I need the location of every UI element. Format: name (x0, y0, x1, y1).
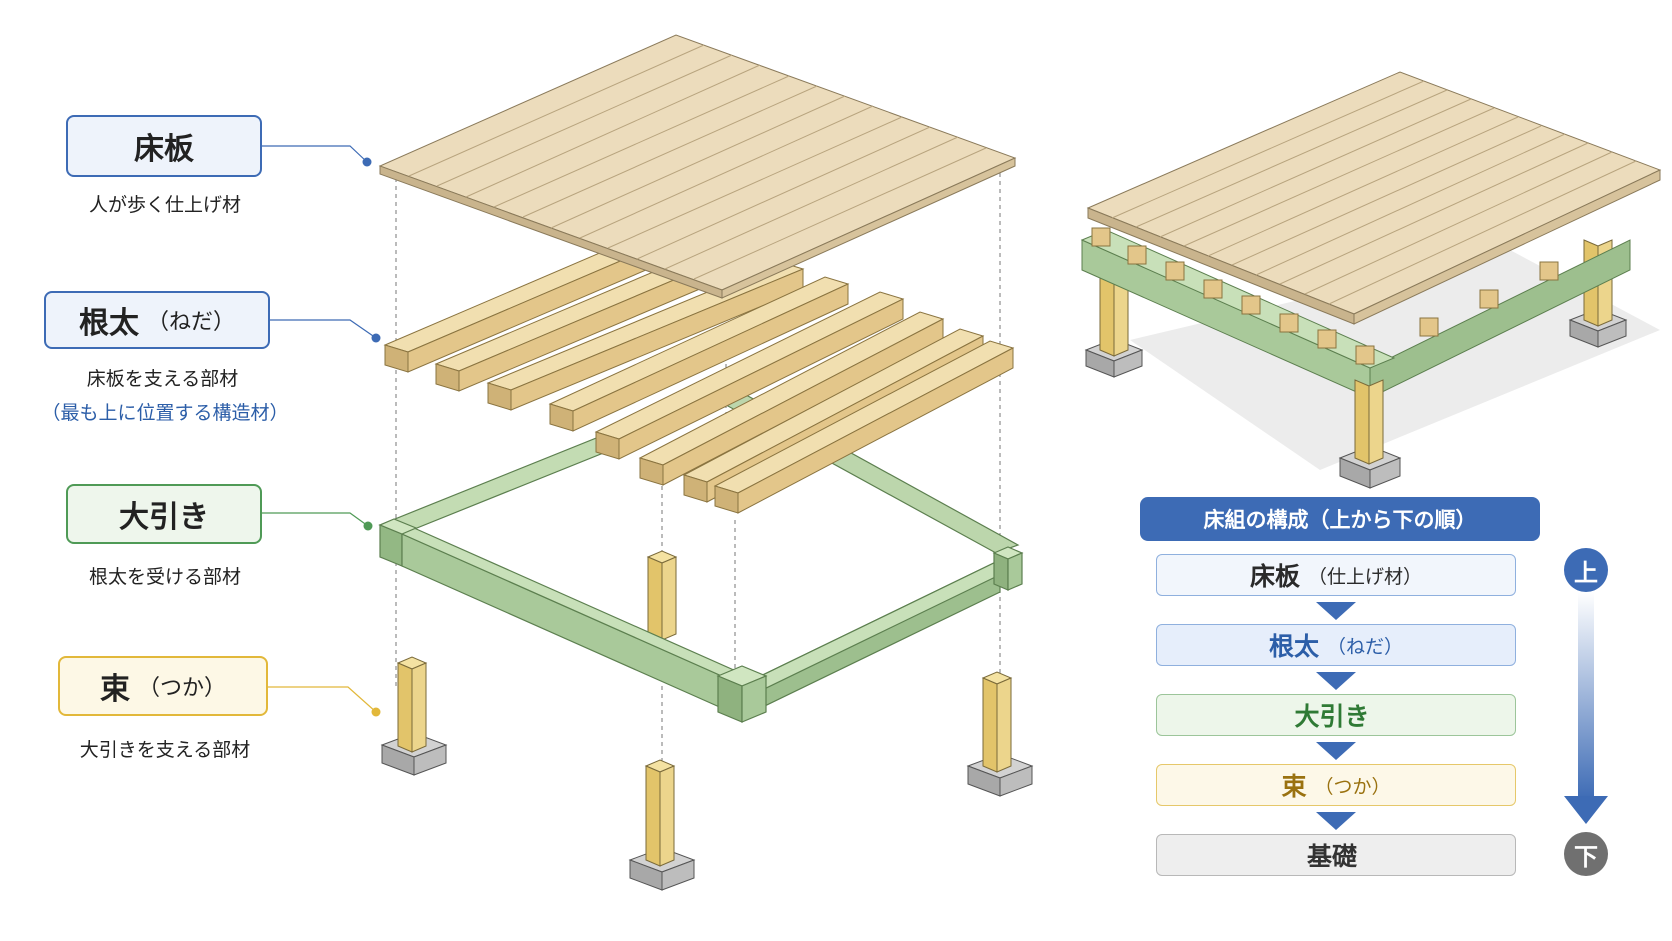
order-step-floorboard: 床板 （仕上げ材） (1156, 554, 1516, 596)
order-arrow-2 (1316, 672, 1356, 690)
assembled-post-left (1084, 269, 1144, 378)
order-step-post-name: 束 (1281, 772, 1307, 801)
order-step-beam-name: 大引き (1294, 702, 1370, 731)
label-joist-reading: （ねだ） (146, 310, 235, 335)
label-post: 束 （つか） (58, 656, 268, 716)
order-arrow-1 (1316, 602, 1356, 620)
joist-4 (548, 276, 850, 432)
assembled-view (1080, 71, 1662, 489)
post-3 (966, 671, 1034, 797)
label-post-reading: （つか） (137, 676, 226, 701)
label-joist-desc2: （最も上に位置する構造材） (41, 402, 289, 424)
joists-exploded (383, 224, 1015, 514)
floorboard-exploded (378, 34, 1017, 299)
order-step-joist-name: 根太 (1268, 632, 1319, 661)
order-step-post-reading: （つか） (1314, 775, 1391, 798)
label-joist: 根太 （ねだ） (44, 291, 270, 349)
posts-exploded (380, 550, 1034, 891)
order-step-joist: 根太 （ねだ） (1156, 624, 1516, 666)
order-step-floorboard-name: 床板 (1249, 562, 1300, 591)
top-to-bottom-arrow (1564, 592, 1608, 824)
leader-lines (262, 145, 377, 713)
post-2 (628, 759, 696, 891)
order-step-beam: 大引き (1156, 694, 1516, 736)
assembled-joist-ends (1091, 227, 1559, 365)
order-arrow-4 (1316, 812, 1356, 830)
post-4 (646, 550, 678, 641)
order-step-post: 束 （つか） (1156, 764, 1516, 806)
label-beam-desc: 根太を受ける部材 (88, 566, 241, 588)
joist-6 (638, 311, 945, 486)
label-floorboard: 床板 (66, 115, 262, 177)
label-joist-name: 根太 (78, 306, 139, 341)
order-panel-title: 床組の構成（上から下の順） (1140, 497, 1540, 541)
order-step-foundation-name: 基礎 (1306, 842, 1357, 871)
order-step-joist-reading: （ねだ） (1327, 635, 1404, 658)
label-post-name: 束 (99, 672, 130, 707)
leader-dots (362, 157, 381, 717)
assembled-post-front (1338, 379, 1402, 489)
order-step-floorboard-reading: （仕上げ材） (1308, 565, 1423, 588)
joist-5 (594, 291, 905, 460)
label-beam-name: 大引き (119, 500, 209, 535)
label-beam: 大引き (66, 484, 262, 544)
label-floorboard-name: 床板 (134, 132, 194, 167)
top-marker: 上 (1564, 548, 1608, 592)
joist-8 (713, 340, 1015, 514)
post-1 (380, 656, 448, 776)
bottom-marker: 下 (1564, 832, 1608, 876)
order-arrow-3 (1316, 742, 1356, 760)
label-floorboard-desc: 人が歩く仕上げ材 (88, 194, 241, 216)
label-joist-desc: 床板を支える部材 (86, 368, 239, 390)
order-step-foundation: 基礎 (1156, 834, 1516, 876)
label-post-desc: 大引きを支える部材 (79, 739, 251, 761)
